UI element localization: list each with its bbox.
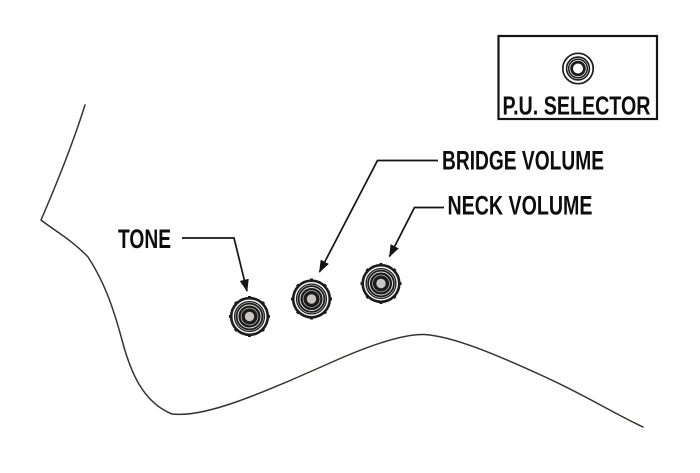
bridge-volume-label: BRIDGE VOLUME	[442, 146, 604, 176]
guitar-body-outline	[40, 104, 644, 428]
tone-label: TONE	[118, 224, 171, 254]
pu-selector-label: P.U. SELECTOR	[503, 91, 651, 121]
neck-volume-leader-arrow	[388, 206, 444, 258]
bridge-volume-leader-arrow	[318, 159, 438, 273]
pu-selector-knob-icon	[561, 51, 595, 86]
tone-leader-arrow	[182, 237, 249, 292]
neck-volume-label: NECK VOLUME	[448, 191, 593, 221]
neck-volume-knob-icon	[358, 261, 404, 306]
pu-selector-legend: P.U. SELECTOR	[497, 34, 659, 121]
bridge-volume-knob-icon	[289, 276, 334, 322]
tone-knob-icon	[227, 294, 272, 339]
